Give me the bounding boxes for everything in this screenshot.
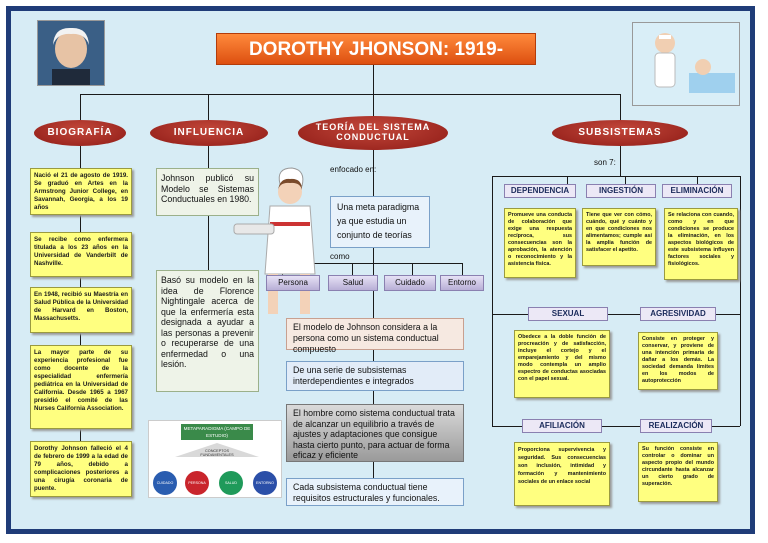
cada-box: Cada subsistema conductual tiene requisi…	[286, 478, 464, 506]
bio-item-1: Nació el 21 de agosto de 1919. Se graduó…	[30, 168, 132, 215]
concept-circle-4: ENTORNO	[253, 471, 277, 495]
modelo-box: El modelo de Johnson considera a la pers…	[286, 318, 464, 354]
metaparadigma-roof	[175, 443, 259, 457]
concept-circle-1-label: CUIDADO	[156, 481, 174, 485]
branch-teoria-label: TEORÍA DEL SISTEMA CONDUCTUAL	[315, 122, 431, 142]
bio-item-2: Se recibe como enfermera titulada a los …	[30, 232, 132, 277]
serie-box: De una serie de subsistemas interdependi…	[286, 361, 464, 391]
concept-circle-2-label: PERSONA	[188, 481, 206, 485]
branch-teoria: TEORÍA DEL SISTEMA CONDUCTUAL	[298, 116, 448, 150]
branch-influencia: INFLUENCIA	[150, 120, 268, 146]
sub-dependencia-text: Promueve una conducta de colaboración qu…	[504, 208, 576, 278]
enfocado-label: enfocado en:	[330, 165, 377, 174]
bio-item-3: En 1948, recibió su Maestría en Salud Pú…	[30, 287, 132, 333]
sub-afiliacion-text: Proporciona supervivencia y seguridad. S…	[514, 442, 610, 506]
sub-realizacion-text: Su función consiste en controlar o domin…	[638, 442, 718, 502]
metaparadigma-sub: CONCEPTOS FUNDAMENTALES	[200, 449, 234, 457]
concept-circle-3: SALUD	[219, 471, 243, 495]
nurse-patient-image	[632, 22, 740, 106]
concept-circle-2: PERSONA	[185, 471, 209, 495]
sub-sexual-title: SEXUAL	[528, 307, 608, 321]
sub-agresividad-text: Consiste en proteger y conservar, y prov…	[638, 332, 718, 390]
sub-realizacion-title: REALIZACIÓN	[640, 419, 712, 433]
page-title: DOROTHY JHONSON: 1919-	[216, 33, 536, 65]
son-label: son 7:	[594, 158, 616, 167]
influencia-item-1: Johnson publicó su Modelo se Sistemas Co…	[156, 168, 259, 216]
sub-agresividad-title: AGRESIVIDAD	[640, 307, 716, 321]
sub-dependencia-title: DEPENDENCIA	[504, 184, 576, 198]
hombre-box: El hombre como sistema conductual trata …	[286, 404, 464, 462]
bio-item-5: Dorothy Johnson falleció el 4 de febrero…	[30, 441, 132, 497]
sub-eliminacion-title: ELIMINACIÓN	[662, 184, 732, 198]
bio-item-4: La mayor parte de su experiencia profesi…	[30, 345, 132, 429]
concept-entorno: Entorno	[440, 275, 484, 291]
sub-ingestion-title: INGESTIÓN	[586, 184, 656, 198]
metaparadigma-graphic: METAPARADIGMA (CAMPO DE ESTUDIO) CONCEPT…	[148, 420, 282, 498]
metaparadigma-title: METAPARADIGMA (CAMPO DE ESTUDIO)	[181, 424, 253, 440]
sub-ingestion-text: Tiene que ver con cómo, cuándo, qué y cu…	[582, 208, 656, 266]
portrait-image	[37, 20, 105, 86]
como-label: como	[330, 252, 350, 261]
sub-eliminacion-text: Se relaciona con cuando, como y en que c…	[664, 208, 738, 280]
concept-circle-3-label: SALUD	[225, 481, 237, 485]
sub-afiliacion-title: AFILIACIÓN	[522, 419, 602, 433]
concept-salud: Salud	[328, 275, 378, 291]
branch-biografia: BIOGRAFÍA	[34, 120, 126, 146]
influencia-item-2: Basó su modelo en la idea de Florence Ni…	[156, 270, 259, 392]
concept-circle-1: CUIDADO	[153, 471, 177, 495]
concept-persona: Persona	[266, 275, 320, 291]
meta-box: Una meta paradigma ya que estudia un con…	[330, 196, 430, 248]
branch-subsistemas: SUBSISTEMAS	[552, 120, 688, 146]
nurse-illustration	[220, 162, 335, 322]
concept-cuidado: Cuidado	[384, 275, 436, 291]
sub-sexual-text: Obedece a la doble función de procreació…	[514, 330, 610, 398]
concept-circle-4-label: ENTORNO	[256, 481, 274, 485]
